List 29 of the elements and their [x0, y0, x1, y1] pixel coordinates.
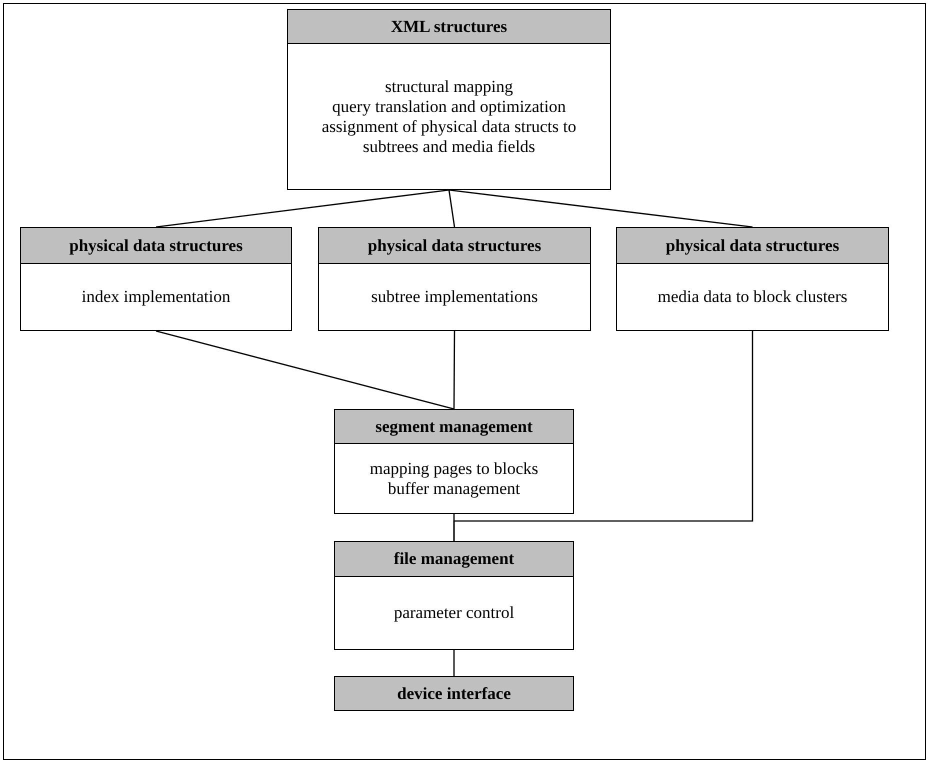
connector-line: [156, 330, 454, 410]
layer-heading: segment management: [335, 410, 573, 444]
layer-text: index implementation: [82, 287, 230, 307]
connector-line: [448, 190, 456, 228]
layer-box: [20, 227, 292, 331]
layer-text: mapping pages to blocks: [370, 458, 538, 478]
connector-line: [156, 189, 450, 228]
layer-text: media data to block clusters: [658, 287, 848, 307]
layer-heading: device interface: [335, 677, 573, 710]
layer-heading: file management: [335, 542, 573, 577]
layer-box: [616, 227, 889, 331]
layer-box: [334, 541, 574, 650]
connector-line: [453, 331, 754, 541]
layer-text: assignment of physical data structs to subtrees and media fields: [320, 116, 578, 156]
layer-heading: XML structures: [288, 10, 610, 44]
connector-line: [453, 331, 456, 409]
layer-text: parameter control: [394, 603, 514, 623]
layer-heading: physical data structures: [617, 228, 888, 264]
layer-text: structural mapping: [385, 76, 513, 96]
layer-heading: physical data structures: [319, 228, 590, 264]
connector-line: [448, 189, 753, 228]
layer-text: buffer management: [388, 478, 520, 498]
connector-line: [453, 650, 455, 676]
layer-box: [318, 227, 591, 331]
layer-text: query translation and optimization: [332, 96, 566, 116]
layer-heading: physical data structures: [21, 228, 291, 264]
layer-box: [287, 9, 611, 190]
layer-box: [334, 409, 574, 514]
layer-text: subtree implementations: [371, 287, 538, 307]
